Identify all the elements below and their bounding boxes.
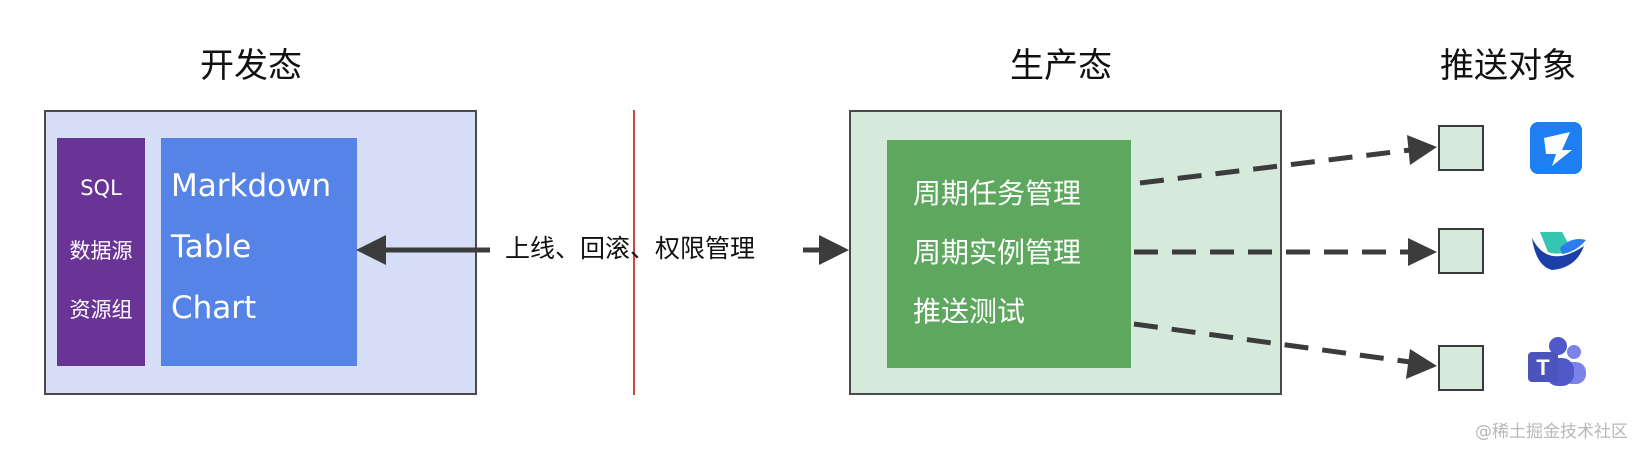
flow-label: 上线、回滚、权限管理 [505, 234, 756, 263]
source-item-datasource: 数据源 [69, 239, 133, 263]
prod-title: 生产态 [1010, 46, 1112, 86]
watermark: @稀土掘金技术社区 [1475, 422, 1628, 442]
content-type-table: Table [171, 229, 252, 265]
task-box: 周期任务管理 周期实例管理 推送测试 [887, 140, 1131, 368]
rollback-arrow [356, 235, 490, 265]
dingtalk-icon [1530, 122, 1582, 174]
source-item-sql: SQL [80, 176, 122, 200]
target-box-1 [1438, 125, 1484, 171]
svg-text:T: T [1536, 355, 1550, 380]
task-item-push-test: 推送测试 [913, 295, 1026, 328]
source-column: SQL 数据源 资源组 [57, 138, 145, 366]
targets-title: 推送对象 [1440, 46, 1576, 86]
target-box-2 [1438, 228, 1484, 274]
target-box-3 [1438, 345, 1484, 391]
push-arrow-2 [1134, 238, 1437, 266]
microsoft-teams-icon: T [1528, 337, 1586, 386]
stage-divider [633, 110, 635, 395]
content-type-chart: Chart [171, 290, 257, 326]
content-type-markdown: Markdown [171, 168, 332, 204]
source-item-resource-group: 资源组 [69, 298, 133, 322]
push-arrow-1 [1139, 135, 1437, 186]
feishu-lark-icon [1532, 232, 1586, 270]
push-arrow-3 [1133, 321, 1437, 379]
task-item-cycle-instance: 周期实例管理 [913, 236, 1082, 269]
content-type-column: Markdown Table Chart [161, 138, 357, 366]
task-item-cycle-task: 周期任务管理 [913, 177, 1082, 210]
dev-title: 开发态 [200, 46, 302, 86]
deploy-arrow [803, 235, 849, 265]
